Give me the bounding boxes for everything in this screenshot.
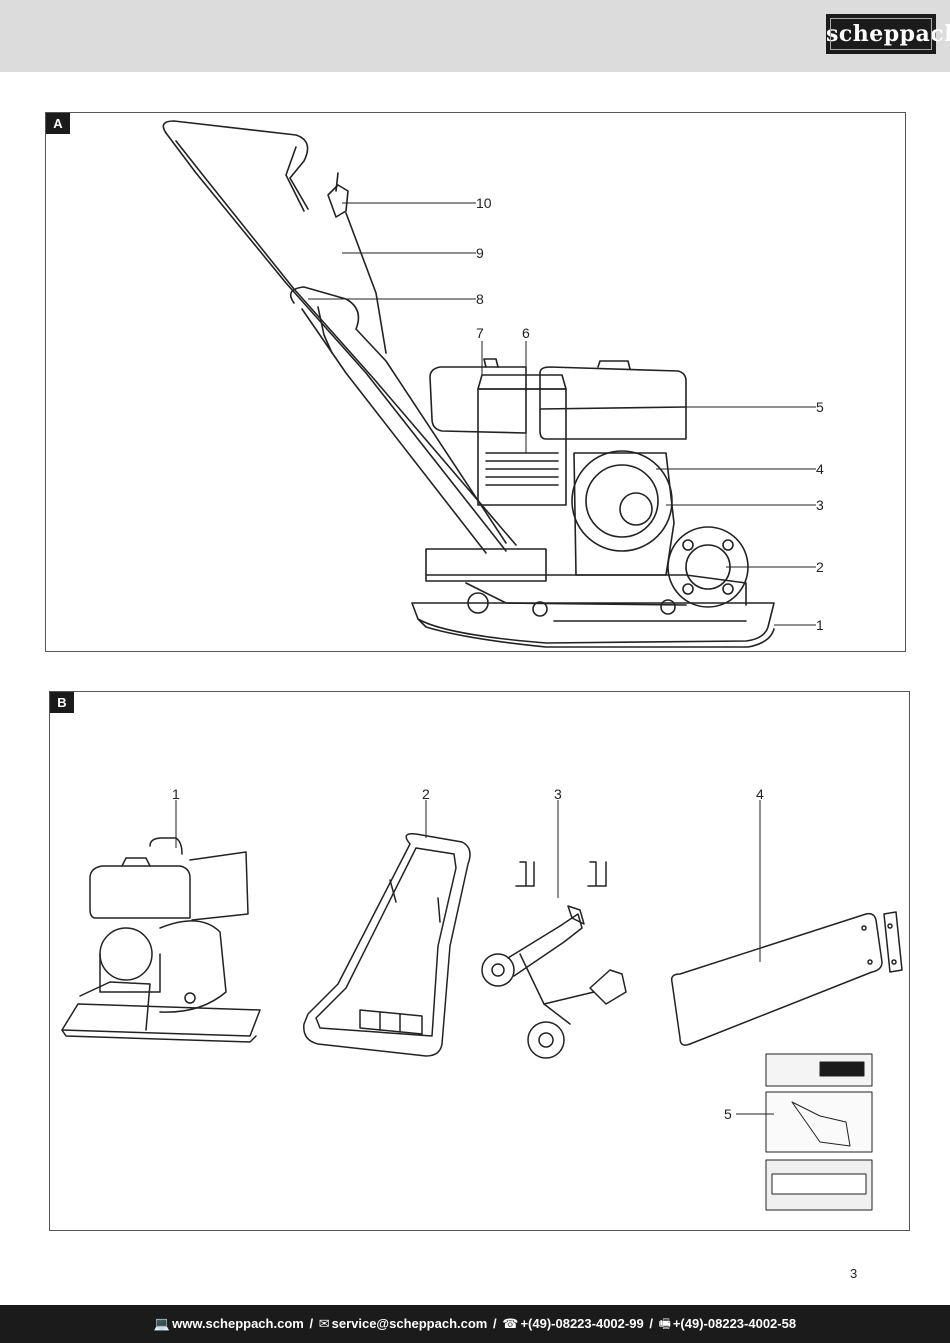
callout-a-6: 6 <box>522 325 530 341</box>
figure-a-panel: A <box>45 112 906 652</box>
mail-icon: ✉ <box>318 1316 330 1331</box>
callout-a-10: 10 <box>476 195 492 211</box>
callout-a-7: 7 <box>476 325 484 341</box>
callout-a-4: 4 <box>816 461 824 477</box>
callout-b-3: 3 <box>554 786 562 802</box>
engine-unit-illustration <box>61 837 261 1043</box>
footer-separator: / <box>493 1316 497 1331</box>
contact-footer: 💻www.scheppach.com / ✉service@scheppach.… <box>0 1305 950 1343</box>
fax-icon: 🖷 <box>658 1316 671 1331</box>
footer-separator: / <box>649 1316 653 1331</box>
callout-b-1: 1 <box>172 786 180 802</box>
callout-b-5: 5 <box>724 1106 732 1122</box>
callout-a-3: 3 <box>816 497 824 513</box>
callout-a-5: 5 <box>816 399 824 415</box>
rubber-mat-illustration <box>670 911 903 1046</box>
footer-phone: +(49)-08223-4002-99 <box>520 1316 644 1331</box>
callout-a-2: 2 <box>816 559 824 575</box>
compactor-assembled-illustration <box>162 120 816 648</box>
figure-b-panel: B <box>49 691 910 1231</box>
brand-logo: scheppach <box>826 14 950 54</box>
wheel-kit-illustration <box>481 861 627 1059</box>
delivery-contents-illustration <box>61 800 903 1211</box>
callout-a-1: 1 <box>816 617 824 633</box>
callout-b-2: 2 <box>422 786 430 802</box>
phone-icon: ☎ <box>502 1316 519 1331</box>
footer-email[interactable]: service@scheppach.com <box>331 1316 488 1331</box>
footer-fax: +(49)-08223-4002-58 <box>672 1316 797 1331</box>
header-bar <box>0 0 950 72</box>
callout-a-8: 8 <box>476 291 484 307</box>
callout-b-4: 4 <box>756 786 764 802</box>
computer-icon: 💻 <box>153 1316 171 1331</box>
panel-a-tag: A <box>46 113 70 134</box>
footer-separator: / <box>309 1316 314 1331</box>
callout-a-9: 9 <box>476 245 484 261</box>
panel-b-tag: B <box>50 692 74 713</box>
page-number: 3 <box>850 1266 858 1281</box>
manual-booklet-illustration <box>765 1053 873 1211</box>
footer-website[interactable]: www.scheppach.com <box>172 1316 304 1331</box>
handle-frame-illustration <box>303 832 471 1057</box>
